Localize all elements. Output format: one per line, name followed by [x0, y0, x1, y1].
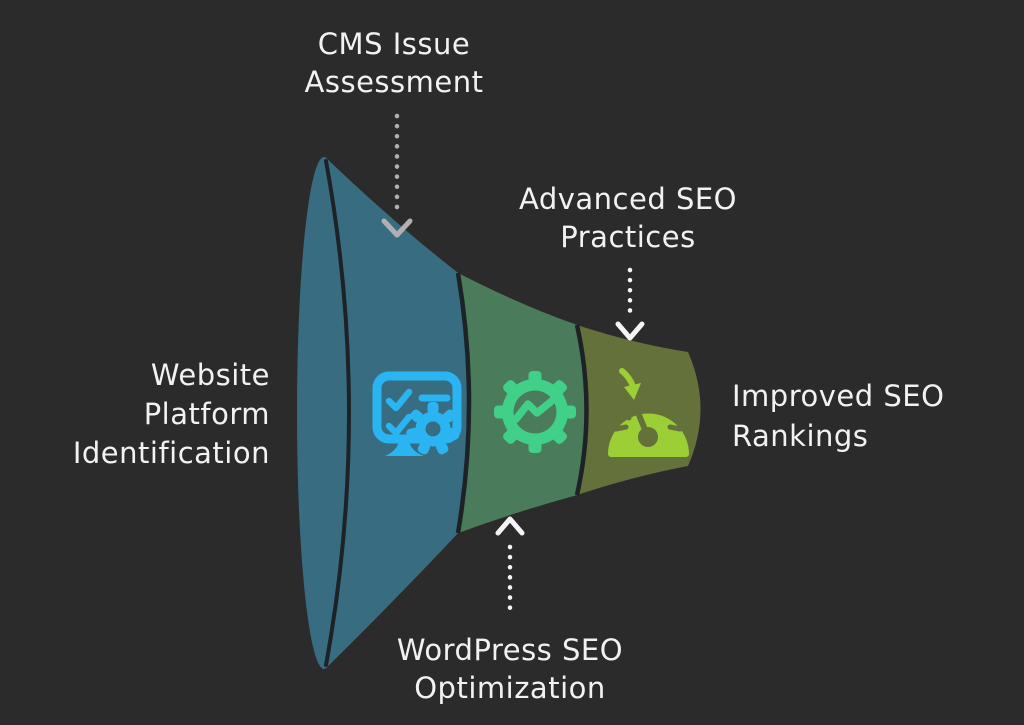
label-line: Identification: [72, 436, 270, 470]
arrow-head: [615, 321, 645, 341]
funnel-stage-blue: [311, 158, 469, 668]
funnel-mouth-ellipse: [297, 157, 351, 669]
gear-trend-icon: [494, 371, 576, 453]
label-website-platform-identification: Website Platform Identification: [30, 356, 270, 473]
label-line: CMS Issue: [317, 27, 471, 61]
checklist-monitor-icon: [372, 371, 462, 456]
advanced-arrow-dotted: [615, 267, 645, 341]
speedometer-icon: [608, 368, 689, 457]
label-line: Website: [150, 358, 270, 392]
label-improved-seo-rankings: Improved SEO Rankings: [732, 376, 1012, 456]
label-line: Advanced SEO: [518, 182, 738, 216]
label-line: WordPress SEO: [396, 633, 624, 667]
arrow-head: [381, 218, 413, 238]
small-gear: [406, 402, 460, 455]
label-line: Optimization: [414, 671, 606, 705]
label-wordpress-seo-optimization: WordPress SEO Optimization: [360, 631, 660, 707]
divider-blue-green: [455, 272, 472, 534]
label-advanced-seo-practices: Advanced SEO Practices: [478, 180, 778, 256]
label-line: Improved SEO: [732, 379, 945, 413]
funnel-rim-line: [324, 159, 351, 667]
label-line: Rankings: [732, 419, 869, 453]
label-line: Practices: [560, 220, 696, 254]
arrow-head: [495, 516, 525, 536]
wordpress-arrow-dotted: [495, 516, 525, 611]
cms-arrow-dotted: [381, 113, 413, 238]
label-cms-issue-assessment: CMS Issue Assessment: [244, 25, 544, 101]
label-line: Assessment: [304, 65, 484, 99]
divider-green-olive: [574, 324, 589, 496]
label-line: Platform: [143, 397, 270, 431]
